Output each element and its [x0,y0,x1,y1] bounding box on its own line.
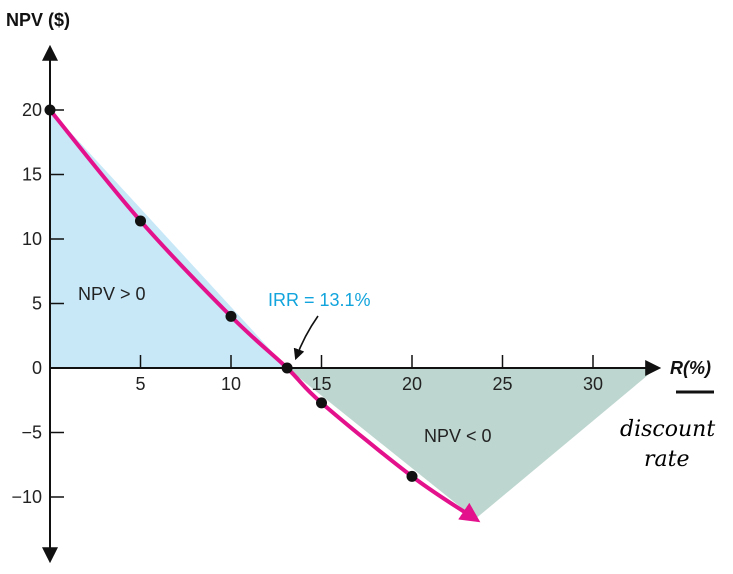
region-npv-negative [287,368,657,519]
x-tick-label: 30 [583,374,603,394]
data-point [281,362,293,374]
data-point [135,215,146,227]
y-tick-label: 0 [32,358,42,378]
irr-annotation: IRR = 13.1% [268,290,371,310]
x-tick-label: 25 [492,374,512,394]
y-tick-label: 10 [22,229,42,249]
y-tick-label: −10 [11,487,42,507]
x-tick-label: 15 [311,374,331,394]
y-tick-label: 20 [22,100,42,120]
data-point [44,104,56,116]
x-axis-label: R(%) [670,358,711,378]
regions-layer [50,110,657,519]
region-label-positive: NPV > 0 [78,284,146,304]
handwritten-note-line2: rate [644,447,690,472]
data-point [225,310,237,322]
x-tick-label: 5 [135,374,145,394]
x-tick-label: 20 [402,374,422,394]
irr-annotation-arrow [293,315,319,361]
region-label-negative: NPV < 0 [424,426,492,446]
y-tick-label: 15 [22,165,42,185]
handwritten-note-line1: discount [620,417,715,442]
points-layer [44,104,418,482]
data-point [406,470,418,482]
x-tick-label: 10 [221,374,241,394]
y-tick-label: 5 [32,294,42,314]
y-tick-label: −5 [21,423,42,443]
ticks-layer: 5 10 15 20 25 30 20 15 10 5 0 −5 −10 [11,100,603,507]
data-point [316,397,327,409]
region-npv-positive [50,110,288,368]
y-axis-label: NPV ($) [6,10,70,30]
